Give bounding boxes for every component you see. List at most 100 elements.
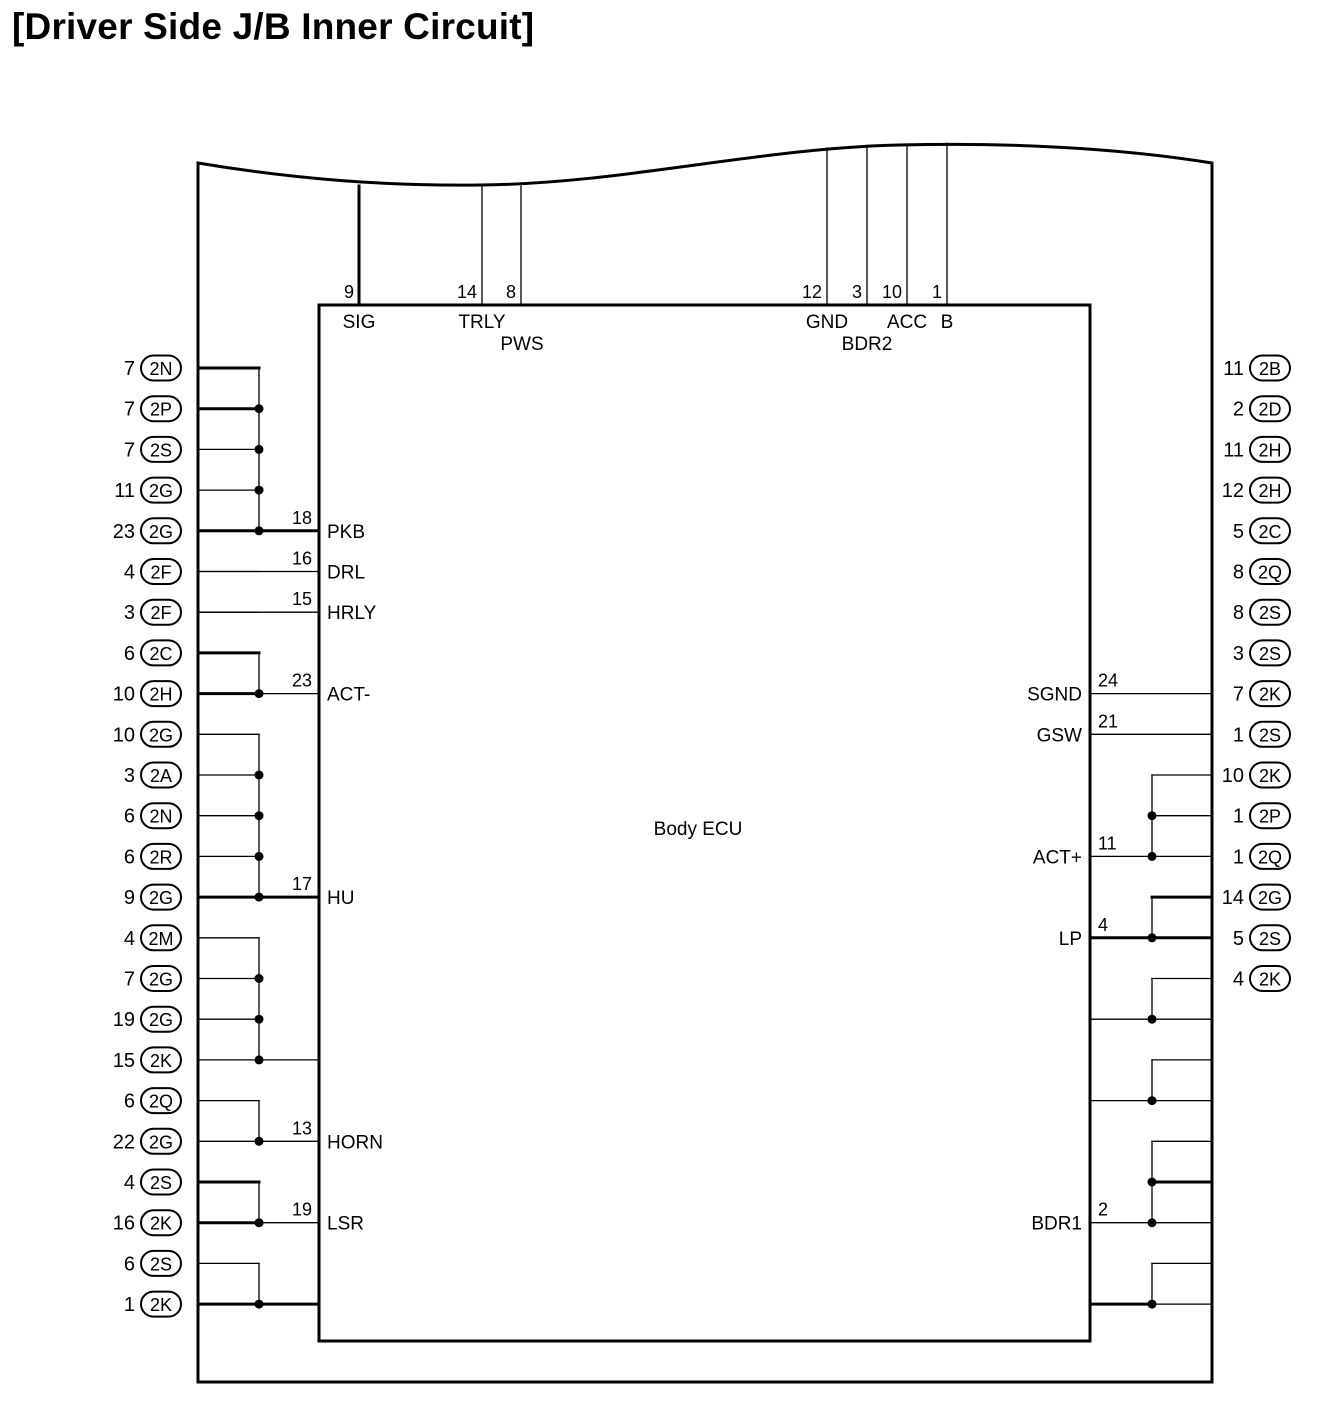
right-pin-number: 11 — [1098, 833, 1117, 853]
body-ecu-box — [317, 303, 1092, 1343]
connector-number: 15 — [113, 1050, 135, 1072]
body-ecu-label: Body ECU — [654, 819, 743, 840]
connector-symbol — [1249, 558, 1291, 585]
connector-number: 5 — [1233, 928, 1244, 950]
connector-symbol — [140, 1005, 182, 1033]
connector-symbol — [140, 639, 182, 667]
connector-symbol — [1249, 883, 1291, 911]
top-pin-number: 3 — [852, 282, 862, 302]
connector-number: 6 — [124, 846, 135, 868]
connector-symbol — [140, 476, 182, 504]
junction-dot — [254, 892, 264, 902]
connector-code: 2G — [149, 522, 173, 542]
left-pin-number: 19 — [292, 1200, 312, 1220]
junction-dot — [254, 1218, 264, 1228]
connector-code: 2C — [1258, 522, 1281, 542]
connector-symbol — [140, 680, 182, 708]
right-pin-number: 24 — [1098, 671, 1118, 691]
junction-dot — [254, 404, 264, 414]
connector-code: 2K — [150, 1214, 172, 1234]
top-pin-signal: ACC — [887, 312, 927, 333]
connector-symbol — [1249, 435, 1291, 463]
connector-code: 2G — [149, 888, 173, 908]
connector-symbol — [140, 924, 182, 952]
left-pin-number: 18 — [292, 508, 312, 528]
connector-number: 1 — [124, 1294, 135, 1316]
connector-code: 2G — [149, 1010, 173, 1030]
connector-symbol — [140, 1046, 182, 1074]
connector-number: 14 — [1222, 887, 1244, 909]
connector-code: 2S — [150, 1254, 172, 1274]
connector-symbol — [140, 883, 182, 911]
connector-number: 3 — [124, 602, 135, 624]
top-pin-number: 9 — [344, 282, 354, 302]
junction-dot — [1147, 1177, 1157, 1187]
connector-number: 4 — [1233, 969, 1244, 991]
connector-number: 11 — [1223, 439, 1244, 461]
top-pin-signal: PWS — [500, 334, 543, 355]
top-pin-number: 8 — [506, 282, 516, 302]
right-pin-number: 2 — [1098, 1200, 1108, 1220]
junction-dot — [254, 444, 264, 454]
connector-code: 2K — [150, 1051, 172, 1071]
right-pin-signal: GSW — [1037, 725, 1082, 746]
connector-symbol — [140, 558, 182, 585]
connector-number: 3 — [124, 765, 135, 787]
connector-symbol — [1249, 720, 1291, 748]
left-pin-signal: HORN — [327, 1132, 383, 1153]
connector-symbol — [140, 435, 182, 463]
left-pin-signal: DRL — [327, 563, 365, 584]
connector-code: 2S — [1259, 929, 1281, 949]
junction-block-outline — [196, 142, 1214, 1384]
connector-number: 8 — [1233, 602, 1244, 624]
connector-number: 19 — [113, 1009, 135, 1031]
connector-symbol — [140, 802, 182, 830]
connector-symbol — [140, 1127, 182, 1155]
junction-dot — [254, 770, 264, 780]
connector-number: 4 — [124, 1172, 135, 1194]
connector-code: 2F — [150, 563, 171, 583]
connector-number: 7 — [124, 358, 135, 380]
junction-dot — [1147, 811, 1157, 821]
connector-symbol — [140, 1168, 182, 1196]
connector-code: 2K — [150, 1295, 172, 1315]
connector-code: 2H — [1258, 481, 1281, 501]
connector-symbol — [140, 761, 182, 789]
connector-code: 2D — [1258, 400, 1281, 420]
left-pin-signal: HU — [327, 888, 354, 909]
left-pin-number: 17 — [292, 874, 312, 894]
right-pin-signal: LP — [1059, 929, 1082, 950]
connector-number: 7 — [124, 439, 135, 461]
connector-number: 11 — [114, 480, 135, 502]
connector-symbol — [1249, 598, 1291, 626]
connector-number: 7 — [124, 969, 135, 991]
connector-code: 2Q — [149, 1092, 173, 1112]
junction-dot — [254, 1055, 264, 1065]
junction-dot — [1147, 933, 1157, 943]
wires — [196, 142, 1214, 1306]
connector-symbol — [140, 517, 182, 545]
connector-code: 2S — [150, 440, 172, 460]
connector-symbol — [1249, 842, 1291, 870]
connector-code: 2Q — [1258, 847, 1282, 867]
connector-symbol — [140, 1209, 182, 1237]
junction-dot — [254, 974, 264, 983]
junction-dot — [1147, 851, 1157, 861]
top-pin-signal: B — [941, 312, 954, 333]
right-pin-signal: ACT+ — [1033, 847, 1082, 868]
connector-number: 8 — [1233, 562, 1244, 584]
connector-code: 2S — [1259, 725, 1281, 745]
connector-number: 10 — [113, 724, 135, 746]
connector-code: 2P — [1259, 807, 1281, 827]
left-pin-signal: ACT- — [327, 685, 370, 706]
connector-symbol — [1249, 802, 1291, 830]
top-pin-number: 1 — [932, 282, 942, 302]
connector-number: 2 — [1233, 399, 1244, 421]
junction-dot — [254, 526, 264, 536]
connector-code: 2K — [1259, 685, 1281, 705]
connector-code: 2M — [148, 929, 173, 949]
connector-code: 2G — [149, 970, 173, 990]
connector-symbol — [140, 1290, 182, 1318]
connector-code: 2G — [149, 725, 173, 745]
